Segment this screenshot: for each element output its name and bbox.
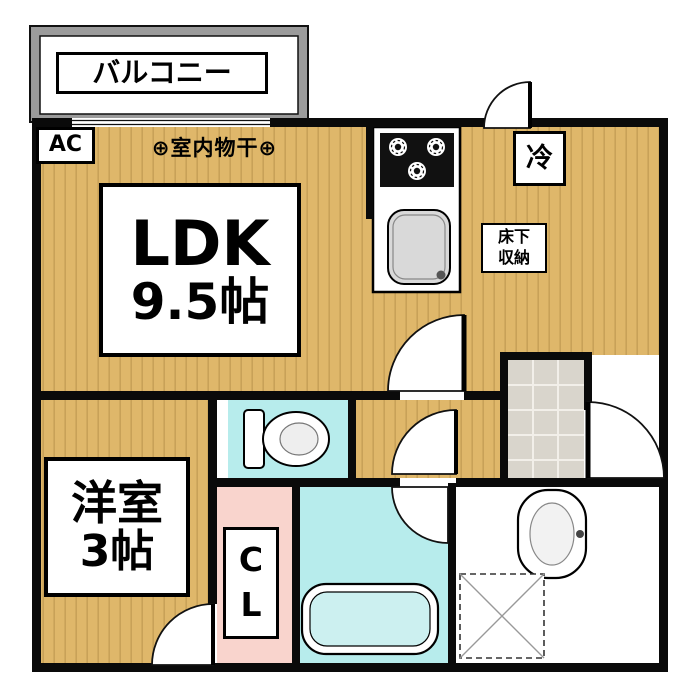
washbasin-bowl [529,502,575,566]
burner-icon-dot [432,143,440,151]
door-arc-closet [151,603,214,666]
underfloor-line2: 収納 [497,248,530,267]
balcony-label: バルコニー [56,52,268,94]
washing-machine-area [459,573,545,659]
closet-line2: L [240,585,262,624]
balcony-window [72,118,270,127]
door-arc-washroom [391,409,457,475]
burner-icon-ring [428,139,444,155]
kitchen-sink-inner [392,214,446,280]
washing-machine-cross [459,573,545,659]
balcony-window-lines [72,119,270,126]
closet-line1: C [238,540,264,580]
western-room-name: 洋室 [71,475,163,530]
bathtub [300,582,440,656]
kitchen-sink [387,209,451,285]
underfloor-line1: 床下 [497,227,530,247]
door-arc-bathroom [391,486,449,544]
ac-label: AC [36,127,95,164]
door-arc-top-right [483,81,531,129]
wall-wet-top-left [208,478,400,487]
toilet-bowl-inner [279,422,319,456]
ldk-name: LDK [130,207,270,281]
door-arc-entrance [587,401,665,479]
western-room-label-box: 洋室 3帖 [44,457,190,597]
walls [32,118,668,672]
door-arc-ldk [387,314,465,392]
closet-label-box: C L [223,527,279,639]
wall-top [32,118,668,127]
entrance-tiles [508,360,584,478]
wall-closet-right [292,483,300,668]
wall-entrance-right [584,352,592,410]
wall-bathroom-right [448,483,456,668]
tile-grid-lines [508,360,584,478]
ldk-size: 9.5帖 [130,273,270,332]
underfloor-storage-label: 床下 収納 [481,223,547,273]
faucet-icon [576,530,584,538]
burner-icon-dot [394,143,402,151]
wall-right [659,118,668,672]
toilet-tank [243,409,265,469]
wall-entrance-top [500,352,592,360]
wall-entrance-left [500,355,508,480]
wall-toilet-right [348,391,356,487]
burner-icon-ring [390,139,406,155]
western-room-size: 3帖 [79,526,155,578]
stove-burner-icons [389,138,445,180]
indoor-drying-label: ⊕室内物干⊕ [151,136,278,161]
bathtub-inner [309,591,431,647]
ldk-label-box: LDK 9.5帖 [99,183,301,357]
burner-icon-ring [409,163,425,179]
wall-ldk-south-right [464,391,508,400]
entrance-tile-floor [508,360,584,478]
wall-bottom [32,663,668,672]
faucet-icon [436,270,446,280]
kitchen [371,125,462,294]
wall-wet-top-right [456,478,659,487]
wall-western-right [208,391,217,606]
washbasin [516,488,588,580]
fridge-label: 冷 [513,131,566,186]
doors [151,81,665,666]
wall-kitchen-left [366,127,373,219]
burner-icon-dot [413,167,421,175]
toilet-fixture [243,409,330,469]
